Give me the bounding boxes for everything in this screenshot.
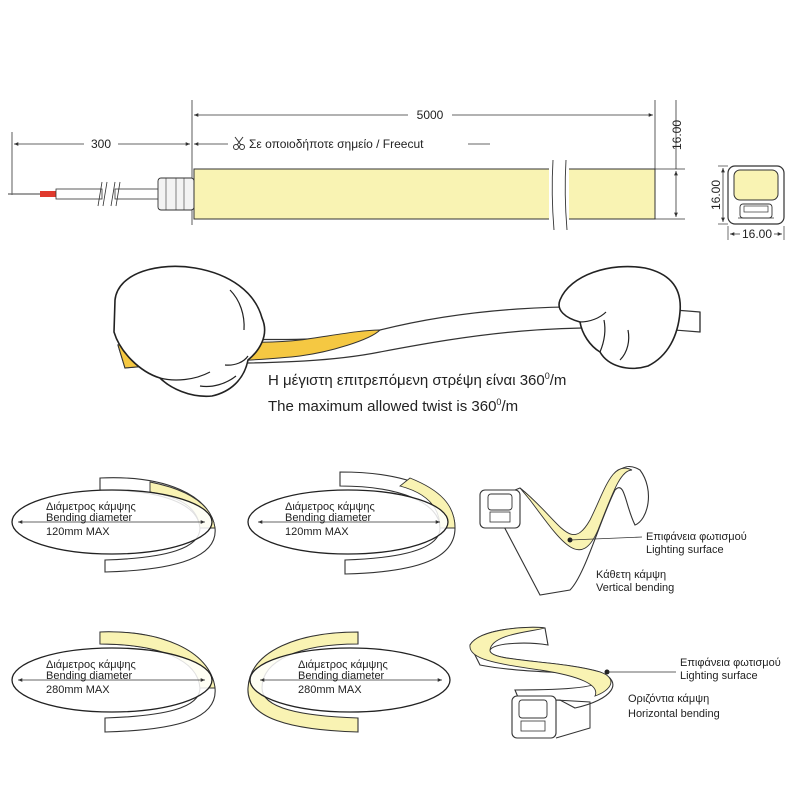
vertical-surface-en: Lighting surface	[646, 544, 724, 556]
horizontal-bending-illustration: Επιφάνεια φωτισμού Lighting surface Οριζ…	[469, 626, 781, 739]
bend-label-en: Bending diameter	[285, 512, 372, 524]
dimension-drawing: 5000 300 Σε οποιοδήποτε σημείο / Freecut	[8, 100, 785, 241]
bend-diagram-120-side: Διάμετρος κάμψης Bending diameter 120mm …	[11, 477, 216, 573]
bend-max-label: 280mm MAX	[298, 684, 362, 696]
right-hand	[558, 265, 682, 370]
section-width-label: 16.00	[742, 227, 772, 241]
twist-text-greek: Η μέγιστη επιτρεπόμενη στρέψη είναι 3600…	[268, 371, 566, 389]
bend-diagram-120-top: Διάμετρος κάμψης Bending diameter 120mm …	[247, 471, 456, 575]
height-label: 16.00	[670, 120, 684, 150]
horizontal-surface-gr: Επιφάνεια φωτισμού	[680, 657, 781, 669]
lead-label: 300	[91, 137, 111, 151]
horizontal-surface-en: Lighting surface	[680, 670, 758, 682]
bend-label-gr: Διάμετρος κάμψης	[46, 501, 136, 513]
left-hand	[113, 265, 266, 398]
vertical-bending-illustration: Επιφάνεια φωτισμού Lighting surface Κάθε…	[479, 466, 747, 596]
cross-section	[727, 165, 785, 225]
bend-label-en: Bending diameter	[46, 670, 133, 682]
twist-illustration: Η μέγιστη επιτρεπόμενη στρέψη είναι 3600…	[113, 265, 701, 415]
cable-red-wire	[40, 191, 56, 197]
led-strip-body	[193, 168, 656, 220]
twist-text-english: The maximum allowed twist is 3600/m	[268, 397, 518, 415]
bend-label-en: Bending diameter	[46, 512, 133, 524]
bend-label-gr: Διάμετρος κάμψης	[285, 501, 375, 513]
bend-max-label: 280mm MAX	[46, 684, 110, 696]
freecut-label: Σε οποιοδήποτε σημείο / Freecut	[249, 137, 424, 151]
length-label: 5000	[417, 108, 444, 122]
bend-label-gr: Διάμετρος κάμψης	[46, 659, 136, 671]
lighting-surface	[469, 626, 612, 697]
bend-max-label: 120mm MAX	[46, 526, 110, 538]
horizontal-bending-en: Horizontal bending	[628, 708, 720, 720]
bend-diagram-280-top: Διάμετρος κάμψης Bending diameter 280mm …	[11, 631, 216, 733]
bend-label-gr: Διάμετρος κάμψης	[298, 659, 388, 671]
vertical-bending-en: Vertical bending	[596, 582, 674, 594]
section-height-label: 16.00	[709, 180, 723, 210]
vertical-surface-gr: Επιφάνεια φωτισμού	[646, 531, 747, 543]
scissors-icon	[233, 136, 245, 150]
lighting-surface	[519, 467, 633, 551]
vertical-bending-gr: Κάθετη κάμψη	[596, 569, 666, 581]
bend-max-label: 120mm MAX	[285, 526, 349, 538]
cable-sheath	[55, 188, 103, 200]
bend-diagram-280-side: Διάμετρος κάμψης Bending diameter 280mm …	[247, 631, 451, 733]
bend-label-en: Bending diameter	[298, 670, 385, 682]
horizontal-bending-gr: Οριζόντια κάμψη	[628, 693, 709, 705]
